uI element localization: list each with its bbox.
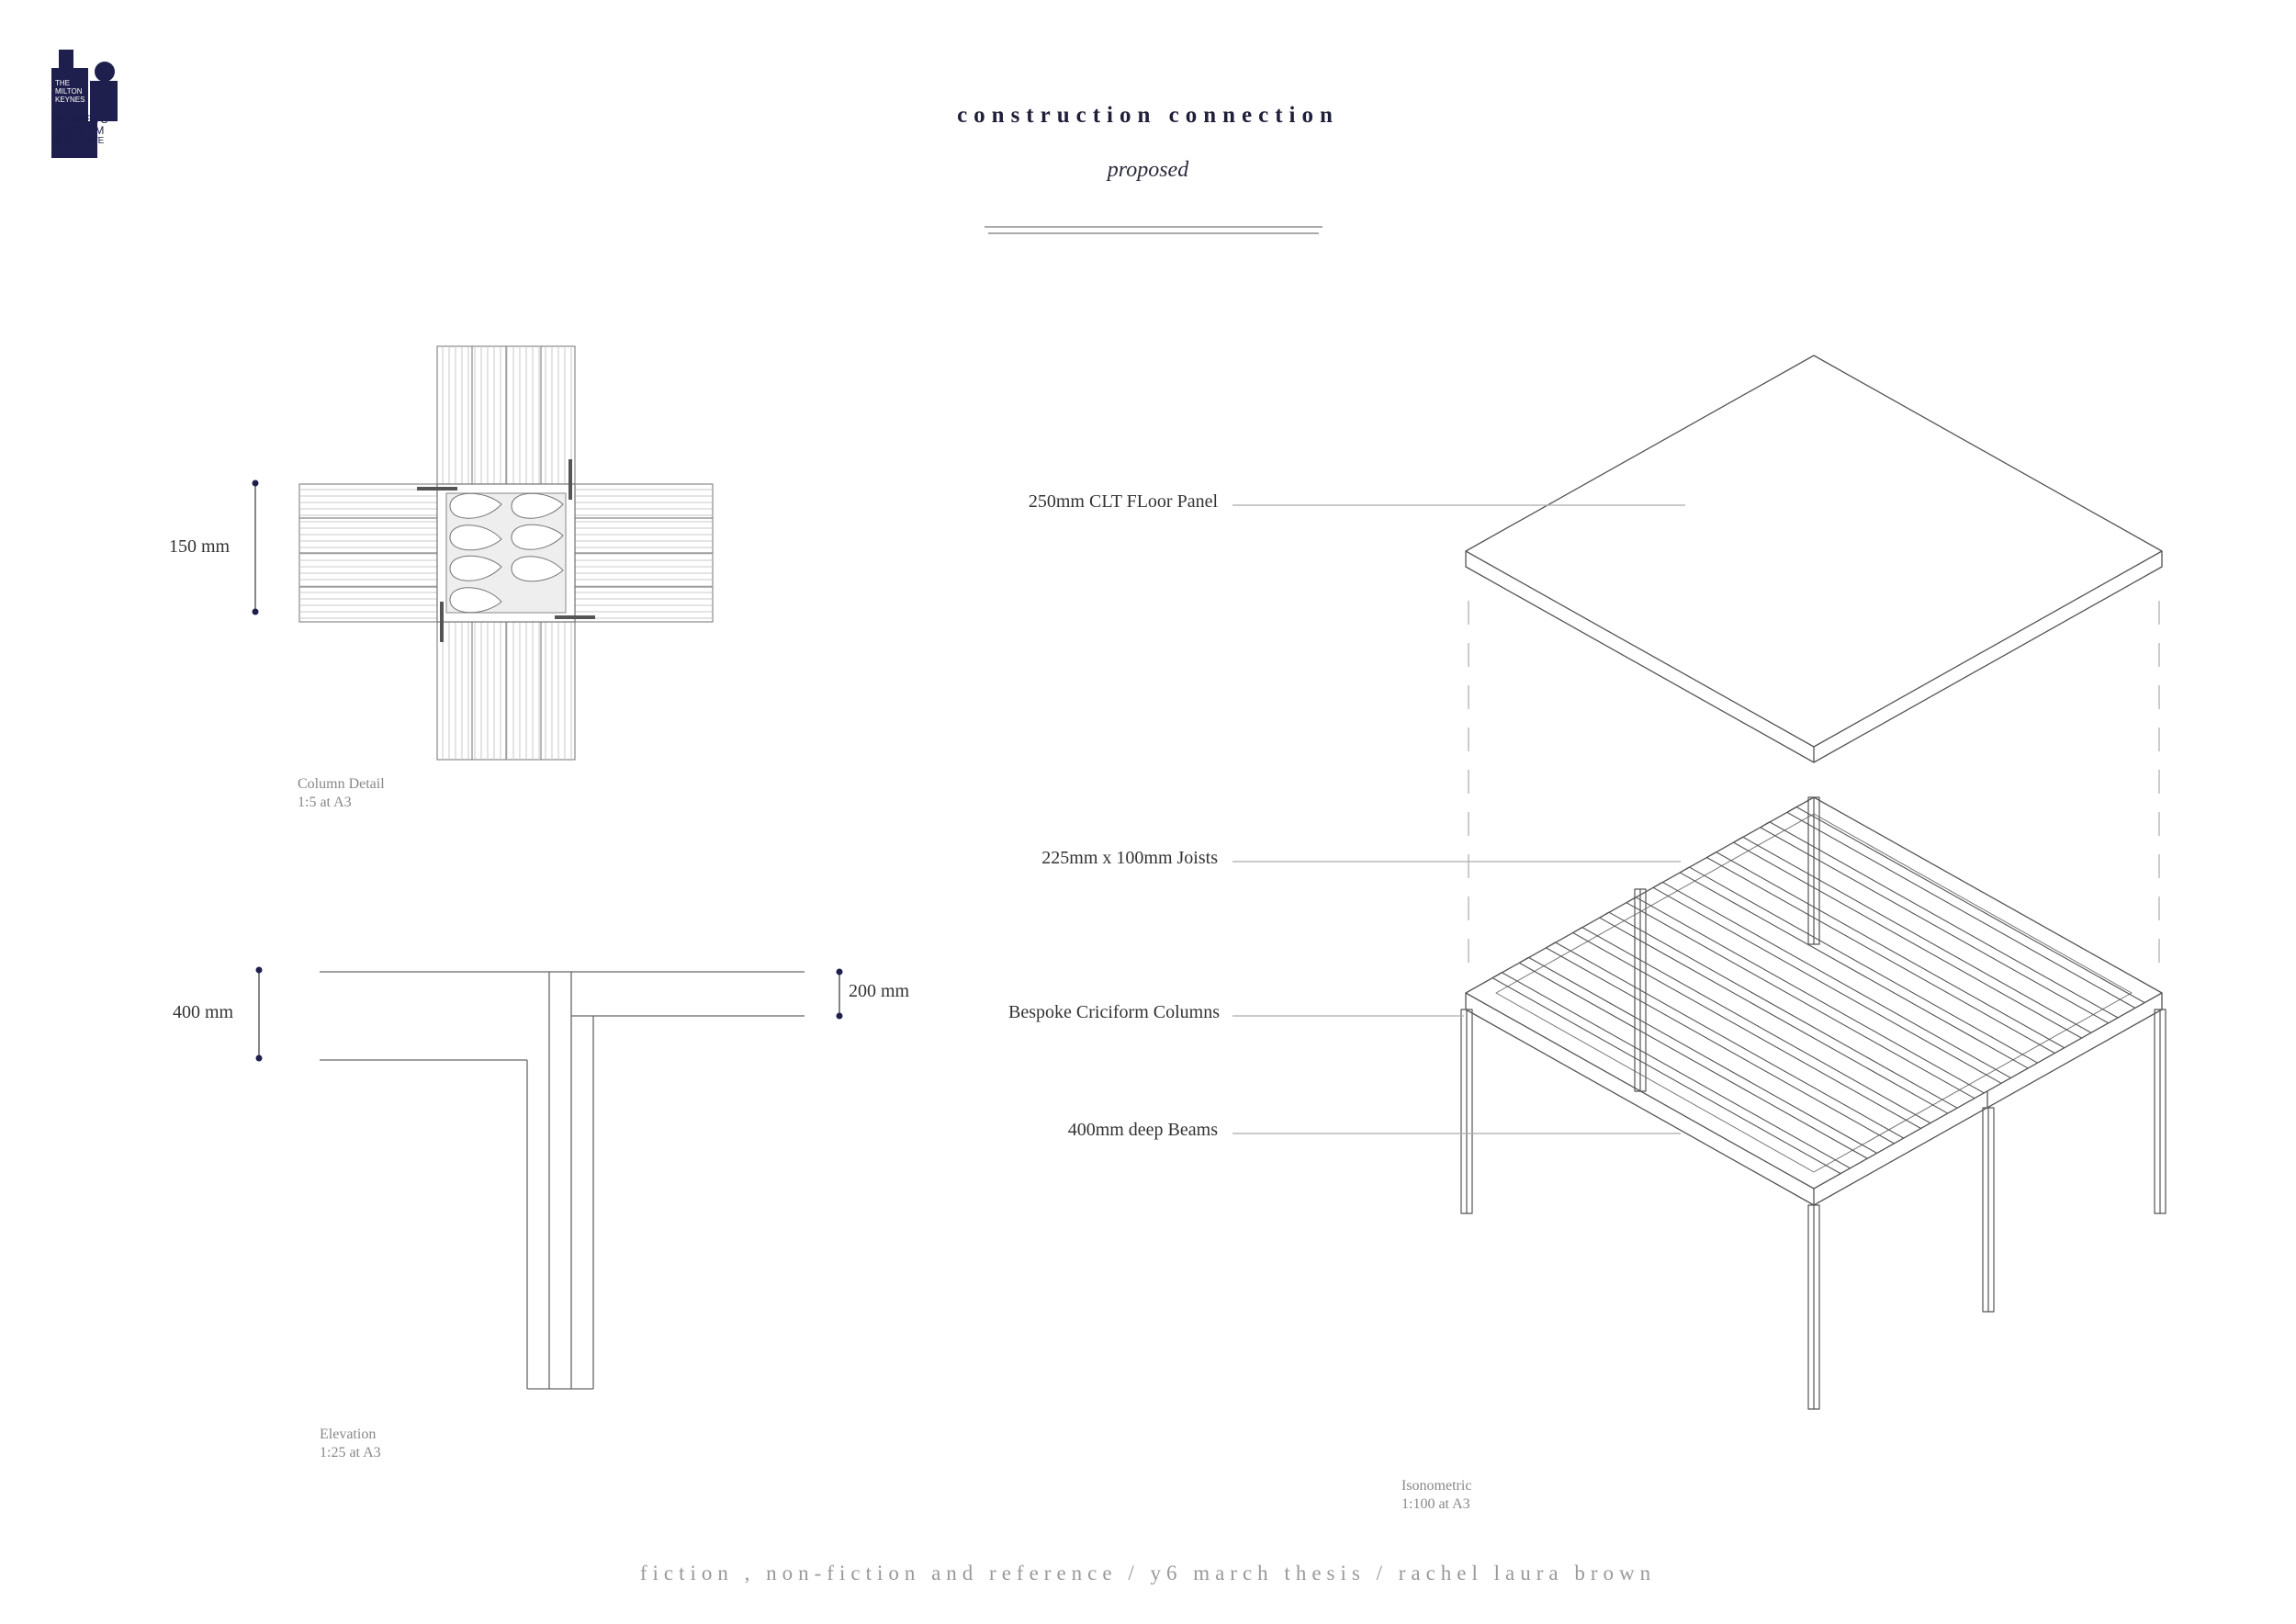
elevation-drawing (255, 966, 843, 1390)
page-subtitle: proposed (1107, 158, 1189, 182)
caption-title: Column Detail (298, 776, 385, 792)
floor-panel (1465, 355, 2163, 763)
floor-panel-label: 250mm CLT FLoor Panel (1028, 491, 1218, 512)
isometric-drawing (1460, 355, 2167, 1410)
column-detail-drawing (252, 345, 714, 761)
logo-small-line: KEYNES (55, 96, 85, 104)
caption-scale: 1:100 at A3 (1401, 1496, 1470, 1512)
page-title: construction connection (957, 103, 1339, 128)
columns-label: Bespoke Criciform Columns (1008, 1002, 1220, 1022)
elevation-dimension-left: 400 mm (173, 1002, 234, 1022)
columns (1460, 796, 2167, 1410)
joists-label: 225mm x 100mm Joists (1041, 848, 1218, 868)
logo-figure-icon (51, 50, 118, 158)
elevation-dimension-right: 200 mm (849, 981, 910, 1001)
leader-lines (1232, 504, 1685, 1134)
column-detail-caption: Column Detail 1:5 at A3 (298, 775, 385, 812)
logo-large-line: & ARCHIVE (55, 136, 105, 146)
caption-title: Isonometric (1401, 1478, 1472, 1494)
caption-scale: 1:5 at A3 (298, 795, 352, 810)
logo-large-line: MUSEUM (55, 124, 105, 137)
museum-logo: THE MILTON KEYNES WOMEN'S MUSEUM & ARCHI… (48, 44, 149, 162)
logo-small-line: THE (55, 79, 70, 87)
isometric-caption: Isonometric 1:100 at A3 (1401, 1477, 1471, 1514)
beams-label: 400mm deep Beams (1067, 1120, 1218, 1140)
logo-large-line: WOMEN'S (55, 113, 108, 126)
caption-title: Elevation (320, 1427, 377, 1442)
footer-credit: fiction , non-fiction and reference / y6… (639, 1562, 1657, 1585)
elevation-caption: Elevation 1:25 at A3 (320, 1426, 381, 1462)
title-underline (985, 226, 1322, 234)
column-dimension-label: 150 mm (169, 536, 231, 557)
caption-scale: 1:25 at A3 (320, 1445, 381, 1460)
logo-small-line: MILTON (55, 87, 83, 96)
